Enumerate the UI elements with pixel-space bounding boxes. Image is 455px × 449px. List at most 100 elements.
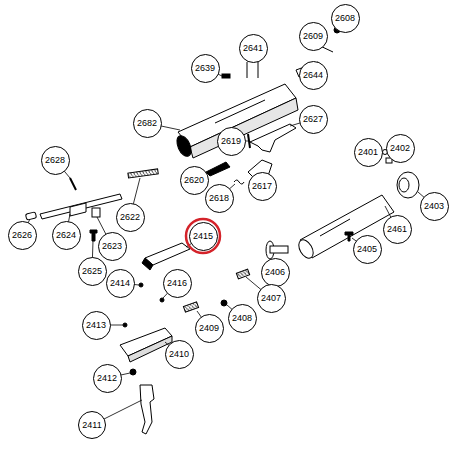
callout-circle: 2626: [8, 221, 37, 250]
callout-number: 2644: [303, 71, 323, 80]
callout-circle: 2620: [180, 166, 209, 195]
callout-circle: 2411: [78, 411, 106, 439]
bolt-end: [174, 134, 194, 159]
callout-number: 2627: [303, 115, 323, 124]
callout-number: 2461: [387, 225, 407, 234]
callout-number: 2403: [424, 202, 444, 211]
callout-circle: 2414: [106, 269, 135, 298]
callout-circle: 2619: [217, 127, 246, 156]
callout-number: 2622: [120, 213, 140, 222]
callout-circle: 2406: [261, 258, 290, 287]
callout-circle: 2624: [52, 221, 81, 250]
callout-circle: 2682: [133, 109, 162, 138]
callout-circle: 2623: [98, 232, 127, 261]
ring-bore: [399, 178, 409, 192]
callout-circle: 2461: [383, 215, 412, 244]
pin: [247, 62, 248, 78]
callout-number: 2408: [232, 314, 252, 323]
callout-circle: 2617: [248, 172, 277, 201]
spring: [183, 302, 198, 312]
firing-pin-collar: [70, 203, 86, 216]
firing-pin: [40, 194, 122, 219]
callout-circle: 2609: [299, 22, 328, 51]
callout-circle: 2405: [353, 235, 382, 264]
callout-number: 2405: [357, 245, 377, 254]
callout-number: 2416: [167, 279, 187, 288]
callout-circle: 2401: [354, 138, 383, 167]
callout-circle: 2408: [228, 304, 257, 333]
screw: [90, 230, 97, 241]
callout-number: 2625: [82, 267, 102, 276]
spring: [236, 269, 249, 279]
sear: [145, 243, 190, 265]
callout-number: 2407: [261, 294, 281, 303]
sear-end: [142, 258, 153, 270]
callout-circle: 2413: [82, 311, 111, 340]
pin: [70, 178, 76, 190]
pin: [123, 323, 127, 327]
callout-circle: 2410: [165, 340, 194, 369]
callout-number: 2401: [358, 148, 378, 157]
callout-number: 2682: [137, 119, 157, 128]
callout-number: 2639: [195, 64, 215, 73]
callout-number: 2626: [12, 231, 32, 240]
highlight-ring: [186, 219, 220, 253]
callout-number: 2624: [56, 231, 76, 240]
callout-number: 2608: [335, 14, 355, 23]
pin: [160, 298, 164, 302]
leader-lines: [22, 18, 434, 425]
callout-circle: 2627: [299, 105, 328, 134]
callout-circle: 2625: [78, 257, 107, 286]
callout-number: 2609: [303, 32, 323, 41]
callout-number: 2620: [184, 176, 204, 185]
callout-circle: 2644: [299, 61, 328, 90]
callout-number: 2402: [390, 144, 410, 153]
callout-number: 2618: [209, 194, 229, 203]
plunger: [206, 162, 230, 176]
spring: [128, 169, 158, 178]
callout-circle: 2407: [257, 284, 286, 313]
end-cap: [25, 212, 36, 220]
callout-circle: 2639: [191, 54, 220, 83]
pin: [130, 369, 136, 375]
callout-number: 2410: [169, 350, 189, 359]
callout-number: 2413: [86, 321, 106, 330]
callout-number: 2628: [45, 156, 65, 165]
bushing: [92, 208, 100, 217]
callout-circle: 2618: [205, 184, 234, 213]
tube-end: [296, 237, 316, 260]
callout-circle: 2641: [239, 34, 268, 63]
screw: [345, 232, 353, 241]
callout-number: 2641: [243, 44, 263, 53]
callout-number: 2412: [97, 374, 117, 383]
callout-circle: 2412: [93, 364, 122, 393]
callout-number: 2623: [102, 242, 122, 251]
pin: [248, 134, 250, 148]
lever: [250, 124, 296, 152]
spring: [234, 180, 244, 184]
callout-circle: 2608: [331, 4, 360, 33]
bolt-slot: [215, 100, 265, 123]
callout-circle: 2416: [163, 269, 192, 298]
callout-number: 2617: [252, 182, 272, 191]
bolt-body-side: [190, 98, 298, 158]
knob-stem: [270, 246, 288, 253]
callout-circle: 2409: [195, 314, 224, 343]
pin: [258, 62, 259, 78]
callout-circle: 2622: [116, 203, 145, 232]
ball: [221, 300, 227, 306]
callout-number: 2411: [82, 421, 101, 430]
pin: [139, 283, 143, 287]
screw: [222, 74, 230, 78]
callout-number: 2415: [193, 232, 213, 241]
callout-number: 2409: [199, 324, 219, 333]
callout-number: 2414: [110, 279, 130, 288]
callout-circle: 2415: [189, 222, 218, 251]
callout-number: 2406: [265, 268, 285, 277]
trigger: [140, 385, 154, 434]
ring: [397, 172, 419, 198]
callout-circle: 2403: [420, 192, 449, 221]
callout-circle: 2628: [41, 146, 70, 175]
part-outlines: [25, 24, 419, 434]
callout-number: 2619: [221, 137, 241, 146]
